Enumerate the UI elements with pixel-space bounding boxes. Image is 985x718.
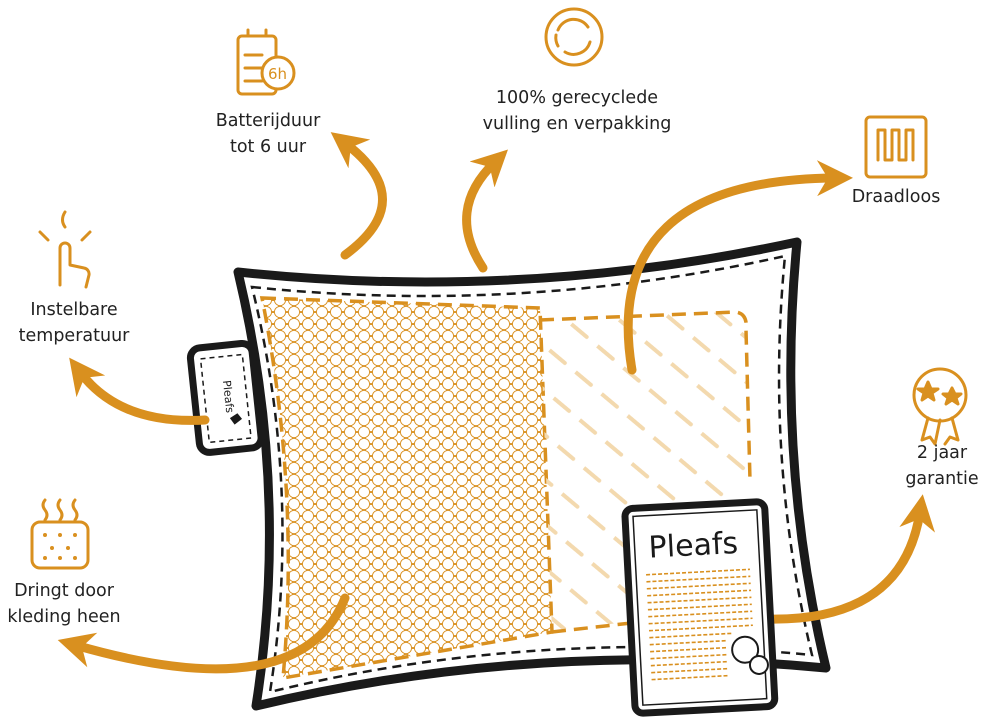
heat-pillow [233,237,831,711]
card-brand-logo: Pleafs [648,526,739,566]
heating-element-icon [864,115,928,179]
heating-zone-honeycomb [259,296,554,681]
heated-pillow-icon [30,498,90,570]
svg-text:6h: 6h [268,65,287,83]
hand-icon [229,413,243,425]
tag-brand-text: Pleafs [220,380,236,414]
recycle-icon [544,7,604,67]
feature-label-wireless: Draadloos [851,187,941,207]
battery-6h-icon: 6h [236,28,296,96]
arrow-temperature [69,357,210,425]
arrow-penetrates [57,593,350,674]
arrow-battery [330,132,387,260]
touch-finger-icon [38,210,92,289]
arrow-wireless [623,160,853,375]
seal-icon [731,635,769,675]
product-card: Pleafs [621,498,779,717]
award-stars-icon [912,367,968,446]
arrow-recycled [462,149,508,273]
pillow-tag: Pleafs [186,339,265,456]
